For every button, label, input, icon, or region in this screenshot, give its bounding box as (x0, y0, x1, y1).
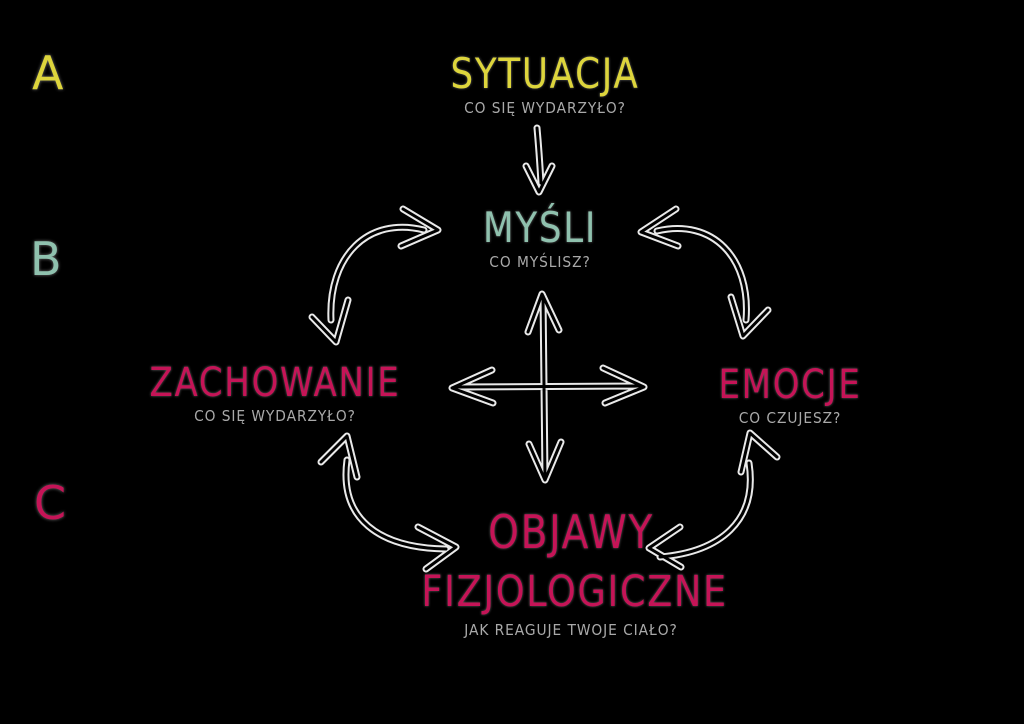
arrow-sytuacja-to-mysli (526, 128, 552, 192)
side-label-c: C (34, 476, 67, 530)
node-objawy-fizjologiczne: OBJAWY FIZJOLOGICZNE JAK REAGUJE TWOJE C… (395, 505, 747, 640)
sytuacja-title: SYTUACJA (450, 49, 640, 98)
node-sytuacja: SYTUACJA CO SIĘ WYDARZYŁO? (370, 49, 720, 118)
mysli-subtitle: CO MYŚLISZ? (489, 253, 591, 272)
node-mysli: MYŚLI CO MYŚLISZ? (390, 203, 690, 272)
emocje-title: EMOCJE (718, 362, 862, 408)
objawy-title-line1: OBJAWY (488, 505, 654, 559)
objawy-title-line2: FIZJOLOGICZNE (421, 567, 728, 618)
objawy-subtitle: JAK REAGUJE TWOJE CIAŁO? (464, 621, 678, 640)
side-label-b: B (30, 232, 62, 286)
sytuacja-subtitle: CO SIĘ WYDARZYŁO? (464, 99, 626, 118)
arrow-center-cross (452, 294, 644, 480)
node-zachowanie: ZACHOWANIE CO SIĘ WYDARZYŁO? (125, 362, 425, 425)
node-emocje: EMOCJE CO CZUJESZ? (640, 364, 940, 427)
zachowanie-title: ZACHOWANIE (149, 360, 401, 406)
emocje-subtitle: CO CZUJESZ? (738, 409, 842, 427)
side-label-a: A (32, 46, 64, 100)
zachowanie-subtitle: CO SIĘ WYDARZYŁO? (194, 407, 356, 425)
mysli-title: MYŚLI (482, 203, 598, 252)
